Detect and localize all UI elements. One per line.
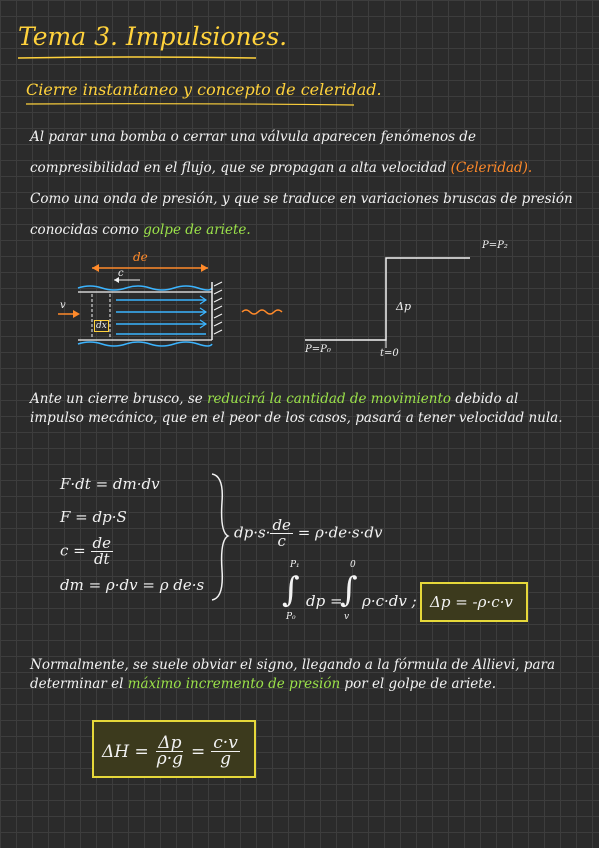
allievi-den-1: ρ·g <box>156 749 184 769</box>
integral-lower-1: P₀ <box>286 612 296 622</box>
allievi-lhs: ΔH = <box>102 741 149 762</box>
integral-rhs: ρ·c·dv ; <box>362 592 417 610</box>
curly-brace <box>211 473 230 601</box>
integral-lower-2: v <box>344 612 350 622</box>
section-subtitle: Cierre instantaneo y concepto de celerid… <box>26 80 382 99</box>
allievi-num-2: c·v <box>211 733 240 753</box>
celerity-denominator: dt <box>93 550 110 568</box>
allievi-text-1: Normalmente, se suele obviar el signo, l… <box>30 657 555 692</box>
celerity-numerator: de <box>90 534 114 552</box>
allievi-den-2: g <box>220 749 231 769</box>
v-label: v <box>60 300 66 311</box>
combined-rhs: = ρ·de·s·dv <box>297 523 383 542</box>
delta-p-label: Δp <box>396 300 411 313</box>
equation-impulse: F·dt = dm·dv <box>60 475 160 493</box>
impulse-text-2: debido al impulso mecánico, que en el pe… <box>30 391 563 426</box>
celerity-lhs: c = <box>60 541 86 560</box>
impulse-paragraph: Ante un cierre brusco, se reducirá la ca… <box>30 390 570 428</box>
page-title: Tema 3. Impulsiones. <box>18 22 288 51</box>
intro-text-2: Como una onda de presión, y que se tradu… <box>30 191 573 238</box>
intro-paragraph: Al parar una bomba o cerrar una válvula … <box>30 122 575 246</box>
integral-upper-2: 0 <box>350 560 356 570</box>
integral-sign-1: ∫ <box>282 570 300 610</box>
dx-label: dx <box>94 320 109 332</box>
p0-label: P=P₀ <box>305 344 331 355</box>
title-underline <box>18 56 257 59</box>
impulse-text-1: Ante un cierre brusco, se <box>30 391 208 407</box>
equation-force: F = dp·S <box>60 508 127 526</box>
combined-denominator: c <box>277 532 286 550</box>
integral-sign-2: ∫ <box>340 570 358 610</box>
subtitle-underline <box>26 103 355 106</box>
allievi-num-1: Δp <box>156 733 184 753</box>
allievi-paragraph: Normalmente, se suele obviar el signo, l… <box>30 656 570 694</box>
result-text: Δp = -ρ·c·v <box>430 593 513 611</box>
combined-lhs: dp·s· <box>234 523 271 542</box>
combined-numerator: de <box>270 516 293 534</box>
integral-mid: dp = <box>306 592 343 610</box>
c-label: c <box>118 268 124 279</box>
intro-text-1: Al parar una bomba o cerrar una válvula … <box>30 129 476 176</box>
intro-highlight-celeridad: (Celeridad). <box>450 160 533 176</box>
equation-mass: dm = ρ·dv = ρ de·s <box>60 576 205 594</box>
de-label: de <box>133 250 148 264</box>
intro-highlight-golpe-ariete: golpe de ariete. <box>143 222 251 238</box>
integral-upper-1: P₁ <box>290 560 300 570</box>
impulse-highlight: reducirá la cantidad de movimiento <box>207 391 452 407</box>
t0-label: t=0 <box>380 348 399 359</box>
allievi-equals: = <box>191 741 206 762</box>
result-box: Δp = -ρ·c·v <box>420 582 528 622</box>
allievi-highlight: máximo incremento de presión <box>127 676 341 692</box>
allievi-text-2: por el golpe de ariete. <box>340 676 496 692</box>
p2-label: P=P₂ <box>482 240 508 251</box>
